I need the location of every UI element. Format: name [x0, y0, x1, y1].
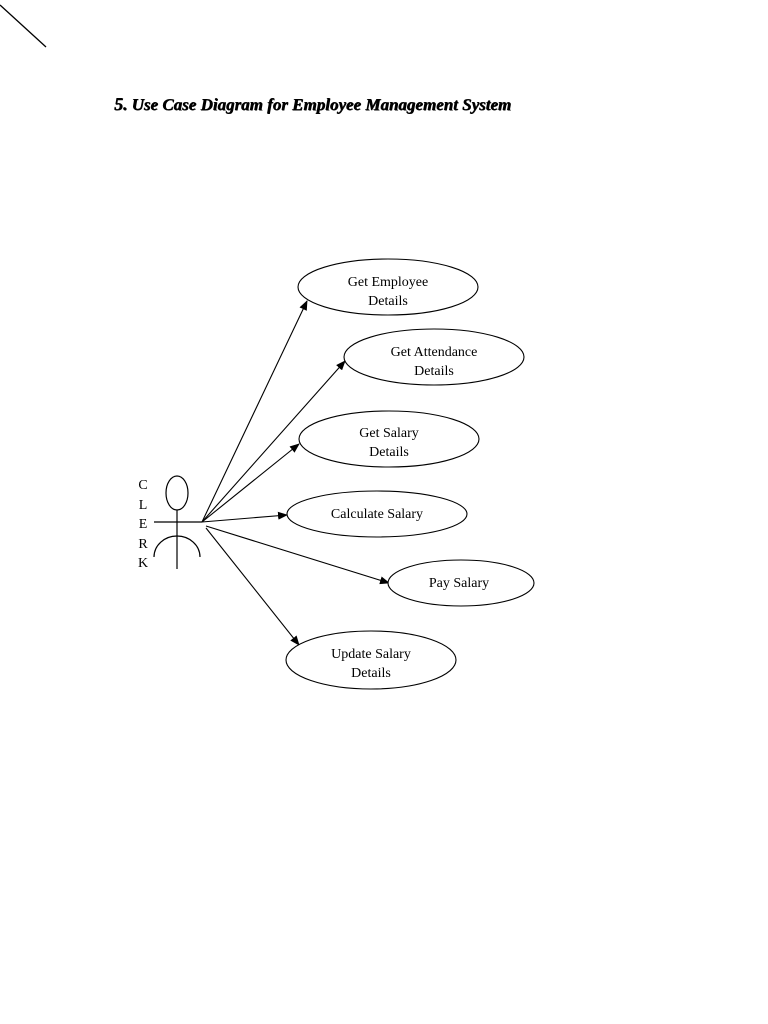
use-case-ellipse — [343, 328, 525, 386]
use-case-label: Details — [351, 666, 391, 681]
page-title: 5.Use Case Diagram for Employee Manageme… — [114, 94, 511, 115]
actor-legs — [153, 535, 201, 558]
use-case-get-attendance-details: Get Attendance Details — [343, 328, 525, 386]
use-case-ellipse — [297, 258, 479, 316]
corner-line — [0, 4, 47, 48]
use-case-update-salary-details: Update Salary Details — [285, 630, 457, 690]
use-case-label: Details — [414, 364, 454, 379]
use-case-label: Details — [369, 445, 409, 460]
actor-head — [165, 475, 189, 511]
use-case-label: Update Salary — [331, 647, 411, 662]
actor-name-letter: C — [138, 478, 148, 493]
actor-name-letter: K — [137, 556, 149, 571]
actor-name-letter: E — [138, 517, 148, 532]
use-case-ellipse — [285, 630, 457, 690]
use-case-label: Pay Salary — [429, 576, 489, 591]
use-case-label: Details — [368, 294, 408, 309]
use-case-get-employee-details: Get Employee Details — [297, 258, 479, 316]
use-case-label: Get Employee — [348, 275, 428, 290]
use-case-ellipse — [298, 410, 480, 468]
association-update-salary-details — [205, 527, 300, 646]
actor-name-clerk: C L E R K — [135, 476, 151, 574]
actor-name-letter: L — [138, 497, 148, 513]
use-case-ellipse — [286, 490, 468, 538]
actor-clerk — [153, 475, 202, 569]
use-case-label: Calculate Salary — [331, 507, 423, 522]
association-get-salary-details — [201, 443, 300, 523]
actor-name-letter: R — [138, 536, 148, 552]
associations — [201, 300, 390, 646]
use-case-label: Get Attendance — [391, 345, 478, 360]
use-case-calculate-salary: Calculate Salary — [286, 490, 468, 538]
association-get-attendance-details — [201, 360, 346, 523]
association-pay-salary — [205, 525, 390, 585]
use-case-label: Get Salary — [359, 426, 418, 441]
heading-number: 5. — [114, 94, 128, 114]
use-case-pay-salary: Pay Salary — [387, 559, 535, 607]
use-case-get-salary-details: Get Salary Details — [298, 410, 480, 468]
association-calculate-salary — [201, 511, 288, 523]
association-get-employee-details — [201, 300, 308, 523]
use-case-ellipse — [387, 559, 535, 607]
heading-text: Use Case Diagram for Employee Management… — [131, 95, 512, 114]
